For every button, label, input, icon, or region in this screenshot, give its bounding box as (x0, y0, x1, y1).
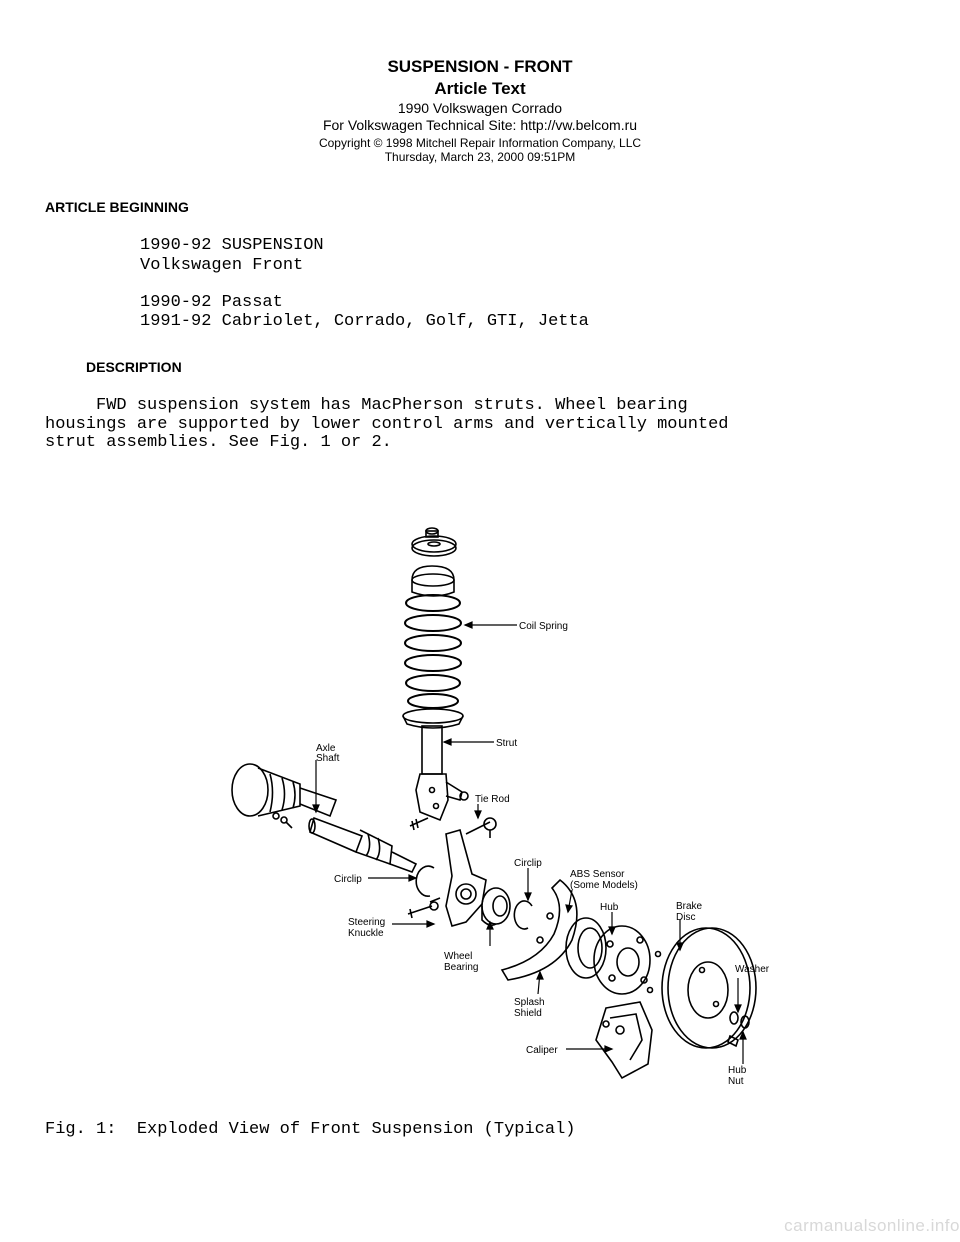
label-axle-2: Shaft (316, 753, 340, 764)
label-abs-1: ABS Sensor (570, 869, 625, 880)
wheel-bearing (481, 887, 511, 927)
label-coil-spring: Coil Spring (519, 621, 568, 632)
spring-seat-lower (402, 708, 464, 729)
label-hubnut-1: Hub (728, 1065, 747, 1076)
intro-line-4: 1991-92 Cabriolet, Corrado, Golf, GTI, J… (140, 312, 589, 331)
label-wheel-1: Wheel (444, 951, 472, 962)
hub-washer (729, 1011, 750, 1029)
label-circlip-1: Circlip (334, 874, 362, 885)
circlip (415, 865, 435, 897)
intro-line-1: 1990-92 SUSPENSION (140, 236, 324, 255)
date-line: Thursday, March 23, 2000 09:51PM (384, 150, 576, 164)
description-line-2: housings are supported by lower control … (45, 415, 729, 434)
article-beginning-heading: ARTICLE BEGINNING (45, 199, 189, 215)
label-abs-2: (Some Models) (570, 880, 638, 891)
intro-line-3: 1990-92 Passat (140, 293, 283, 312)
cv-joint-outer (231, 763, 338, 818)
strut-body (415, 725, 463, 822)
figure-caption: Fig. 1: Exploded View of Front Suspensio… (45, 1120, 576, 1139)
label-hubnut-2: Nut (728, 1076, 744, 1087)
circlip-2 (513, 900, 533, 930)
watermark: carmanualsonline.info (784, 1216, 960, 1235)
label-steering-1: Steering (348, 917, 385, 928)
coil-spring (404, 594, 462, 709)
copyright-line: Copyright © 1998 Mitchell Repair Informa… (318, 136, 642, 150)
label-steering-2: Knuckle (348, 928, 384, 939)
label-splash-2: Shield (514, 1008, 542, 1019)
description-heading: DESCRIPTION (86, 359, 182, 375)
spring-seat-upper (411, 565, 455, 597)
label-axle-1: Axle (316, 743, 336, 754)
label-brake-1: Brake (676, 901, 703, 912)
label-washer: Washer (735, 964, 770, 975)
brake-disc (661, 927, 757, 1049)
label-caliper: Caliper (526, 1045, 558, 1056)
steering-knuckle (429, 829, 487, 927)
label-hub: Hub (600, 902, 619, 913)
tie-rod (465, 817, 497, 838)
label-wheel-2: Bearing (444, 962, 478, 973)
axle-shaft (308, 816, 418, 873)
label-strut: Strut (496, 738, 517, 749)
abs-tone-ring (565, 917, 607, 979)
strut-mount (411, 535, 457, 557)
description-line-3: strut assemblies. See Fig. 1 or 2. (45, 433, 392, 452)
strut-top-nut (425, 527, 439, 538)
article-subtitle: Article Text (434, 79, 526, 98)
label-tie-rod: Tie Rod (475, 794, 510, 805)
site-line: For Volkswagen Technical Site: http://vw… (322, 117, 638, 133)
bolts (272, 791, 469, 919)
hub-nut (727, 1034, 739, 1048)
label-circlip-2: Circlip (514, 858, 542, 869)
article-title: SUSPENSION - FRONT (387, 57, 573, 76)
label-splash-1: Splash (514, 997, 545, 1008)
intro-line-2: Volkswagen Front (140, 256, 304, 275)
description-line-1: FWD suspension system has MacPherson str… (45, 396, 688, 415)
label-brake-2: Disc (676, 912, 695, 923)
vehicle-line: 1990 Volkswagen Corrado (397, 100, 563, 116)
splash-shield (500, 878, 578, 981)
suspension-diagram: Coil Spring Strut Axle Shaft Tie Rod Cir… (231, 527, 770, 1087)
caliper (595, 1001, 653, 1080)
hub (593, 925, 662, 995)
